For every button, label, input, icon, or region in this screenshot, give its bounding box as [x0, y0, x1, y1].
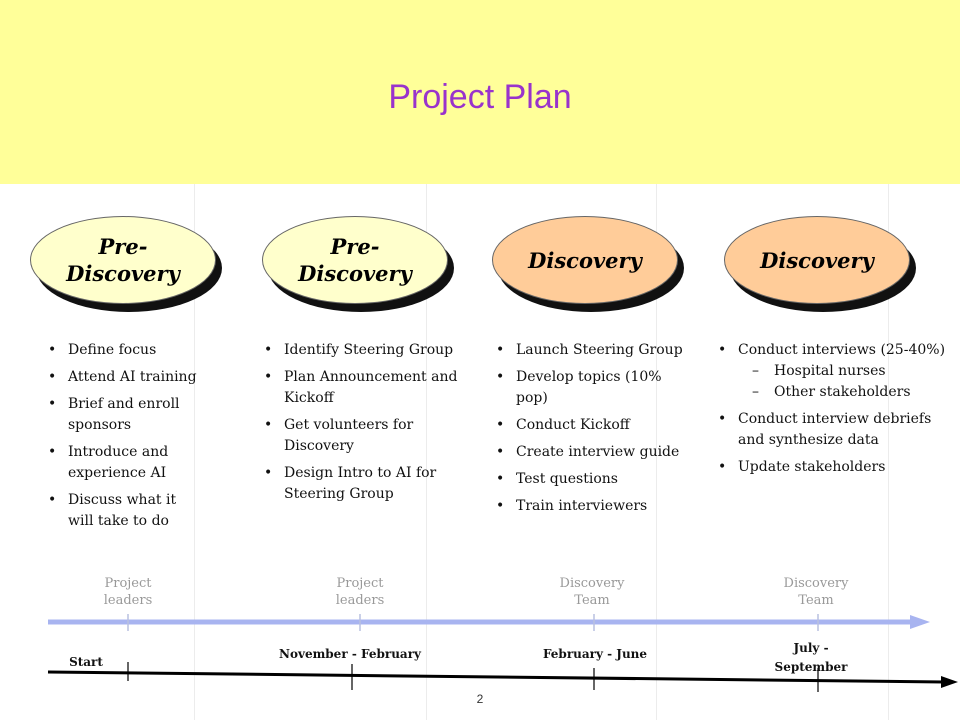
phase-oval-pre-discovery-2: Pre-Discovery [262, 216, 454, 312]
timeline-date-label: November - February [279, 647, 421, 661]
task-item: Conduct Kickoff [492, 415, 692, 436]
slide-title: Project Plan [388, 78, 572, 116]
phase-label: Pre-Discovery [298, 233, 412, 287]
owner-line1: Discovery [783, 576, 849, 591]
task-list-phase-4: Conduct interviews (25-40%) Hospital nur… [714, 340, 946, 484]
upper-arrow-head [910, 615, 930, 629]
task-list-phase-3: Launch Steering Group Develop topics (10… [492, 340, 692, 523]
timeline-graphic [47, 614, 958, 692]
owner-label-phase-2: Project leaders [300, 575, 420, 609]
subtask-item: Other stakeholders [738, 382, 946, 403]
owner-line1: Project [104, 576, 152, 591]
timeline-date-label: July - September [756, 639, 866, 677]
phase-label-line2: Discovery [298, 261, 412, 286]
timeline-start-label: Start [69, 655, 103, 669]
owner-line1: Discovery [559, 576, 625, 591]
subtask-list: Hospital nurses Other stakeholders [738, 361, 946, 403]
timeline-date-label: February - June [542, 647, 648, 661]
phase-label-line1: Pre- [98, 234, 148, 259]
oval-shape: Discovery [492, 216, 678, 304]
date-line2: September [774, 660, 848, 674]
phase-oval-discovery-2: Discovery [724, 216, 916, 312]
oval-shape: Pre-Discovery [30, 216, 216, 304]
task-item: Develop topics (10% pop) [492, 367, 692, 409]
task-item: Conduct interview debriefs and synthesiz… [714, 409, 946, 451]
task-list-phase-1: Define focus Attend AI training Brief an… [44, 340, 204, 538]
phase-label-line1: Pre- [330, 234, 380, 259]
owner-line2: Team [798, 593, 834, 608]
owner-line2: leaders [335, 593, 385, 608]
owner-line2: Team [574, 593, 610, 608]
task-item: Introduce and experience AI [44, 442, 204, 484]
subtask-item: Hospital nurses [738, 361, 946, 382]
date-line1: July - [793, 641, 829, 655]
lower-arrow-head [941, 676, 958, 688]
task-item-text: Conduct interviews (25-40%) [738, 342, 946, 358]
owner-line2: leaders [103, 593, 153, 608]
task-item: Launch Steering Group [492, 340, 692, 361]
owner-line1: Project [336, 576, 384, 591]
task-item: Attend AI training [44, 367, 204, 388]
title-banner [0, 0, 960, 184]
task-item: Test questions [492, 469, 692, 490]
phase-oval-pre-discovery-1: Pre-Discovery [30, 216, 222, 312]
task-item: Create interview guide [492, 442, 692, 463]
task-item: Plan Announcement and Kickoff [260, 367, 460, 409]
oval-shape: Discovery [724, 216, 910, 304]
task-item: Define focus [44, 340, 204, 361]
phase-label-line2: Discovery [66, 261, 180, 286]
phase-label: Discovery [528, 247, 642, 273]
lower-arrow-line [47, 670, 945, 684]
page-number: 2 [476, 692, 484, 706]
task-item: Brief and enroll sponsors [44, 394, 204, 436]
task-item: Identify Steering Group [260, 340, 460, 361]
phase-label: Discovery [760, 247, 874, 273]
task-item: Design Intro to AI for Steering Group [260, 463, 460, 505]
task-item: Train interviewers [492, 496, 692, 517]
task-item: Conduct interviews (25-40%) Hospital nur… [714, 340, 946, 403]
task-item: Get volunteers for Discovery [260, 415, 460, 457]
grid-line [888, 184, 889, 720]
task-list-phase-2: Identify Steering Group Plan Announcemen… [260, 340, 460, 511]
phase-oval-discovery-1: Discovery [492, 216, 684, 312]
task-item: Discuss what it will take to do [44, 490, 204, 532]
task-item: Update stakeholders [714, 457, 946, 478]
phase-label: Pre-Discovery [66, 233, 180, 287]
oval-shape: Pre-Discovery [262, 216, 448, 304]
owner-label-phase-1: Project leaders [68, 575, 188, 609]
